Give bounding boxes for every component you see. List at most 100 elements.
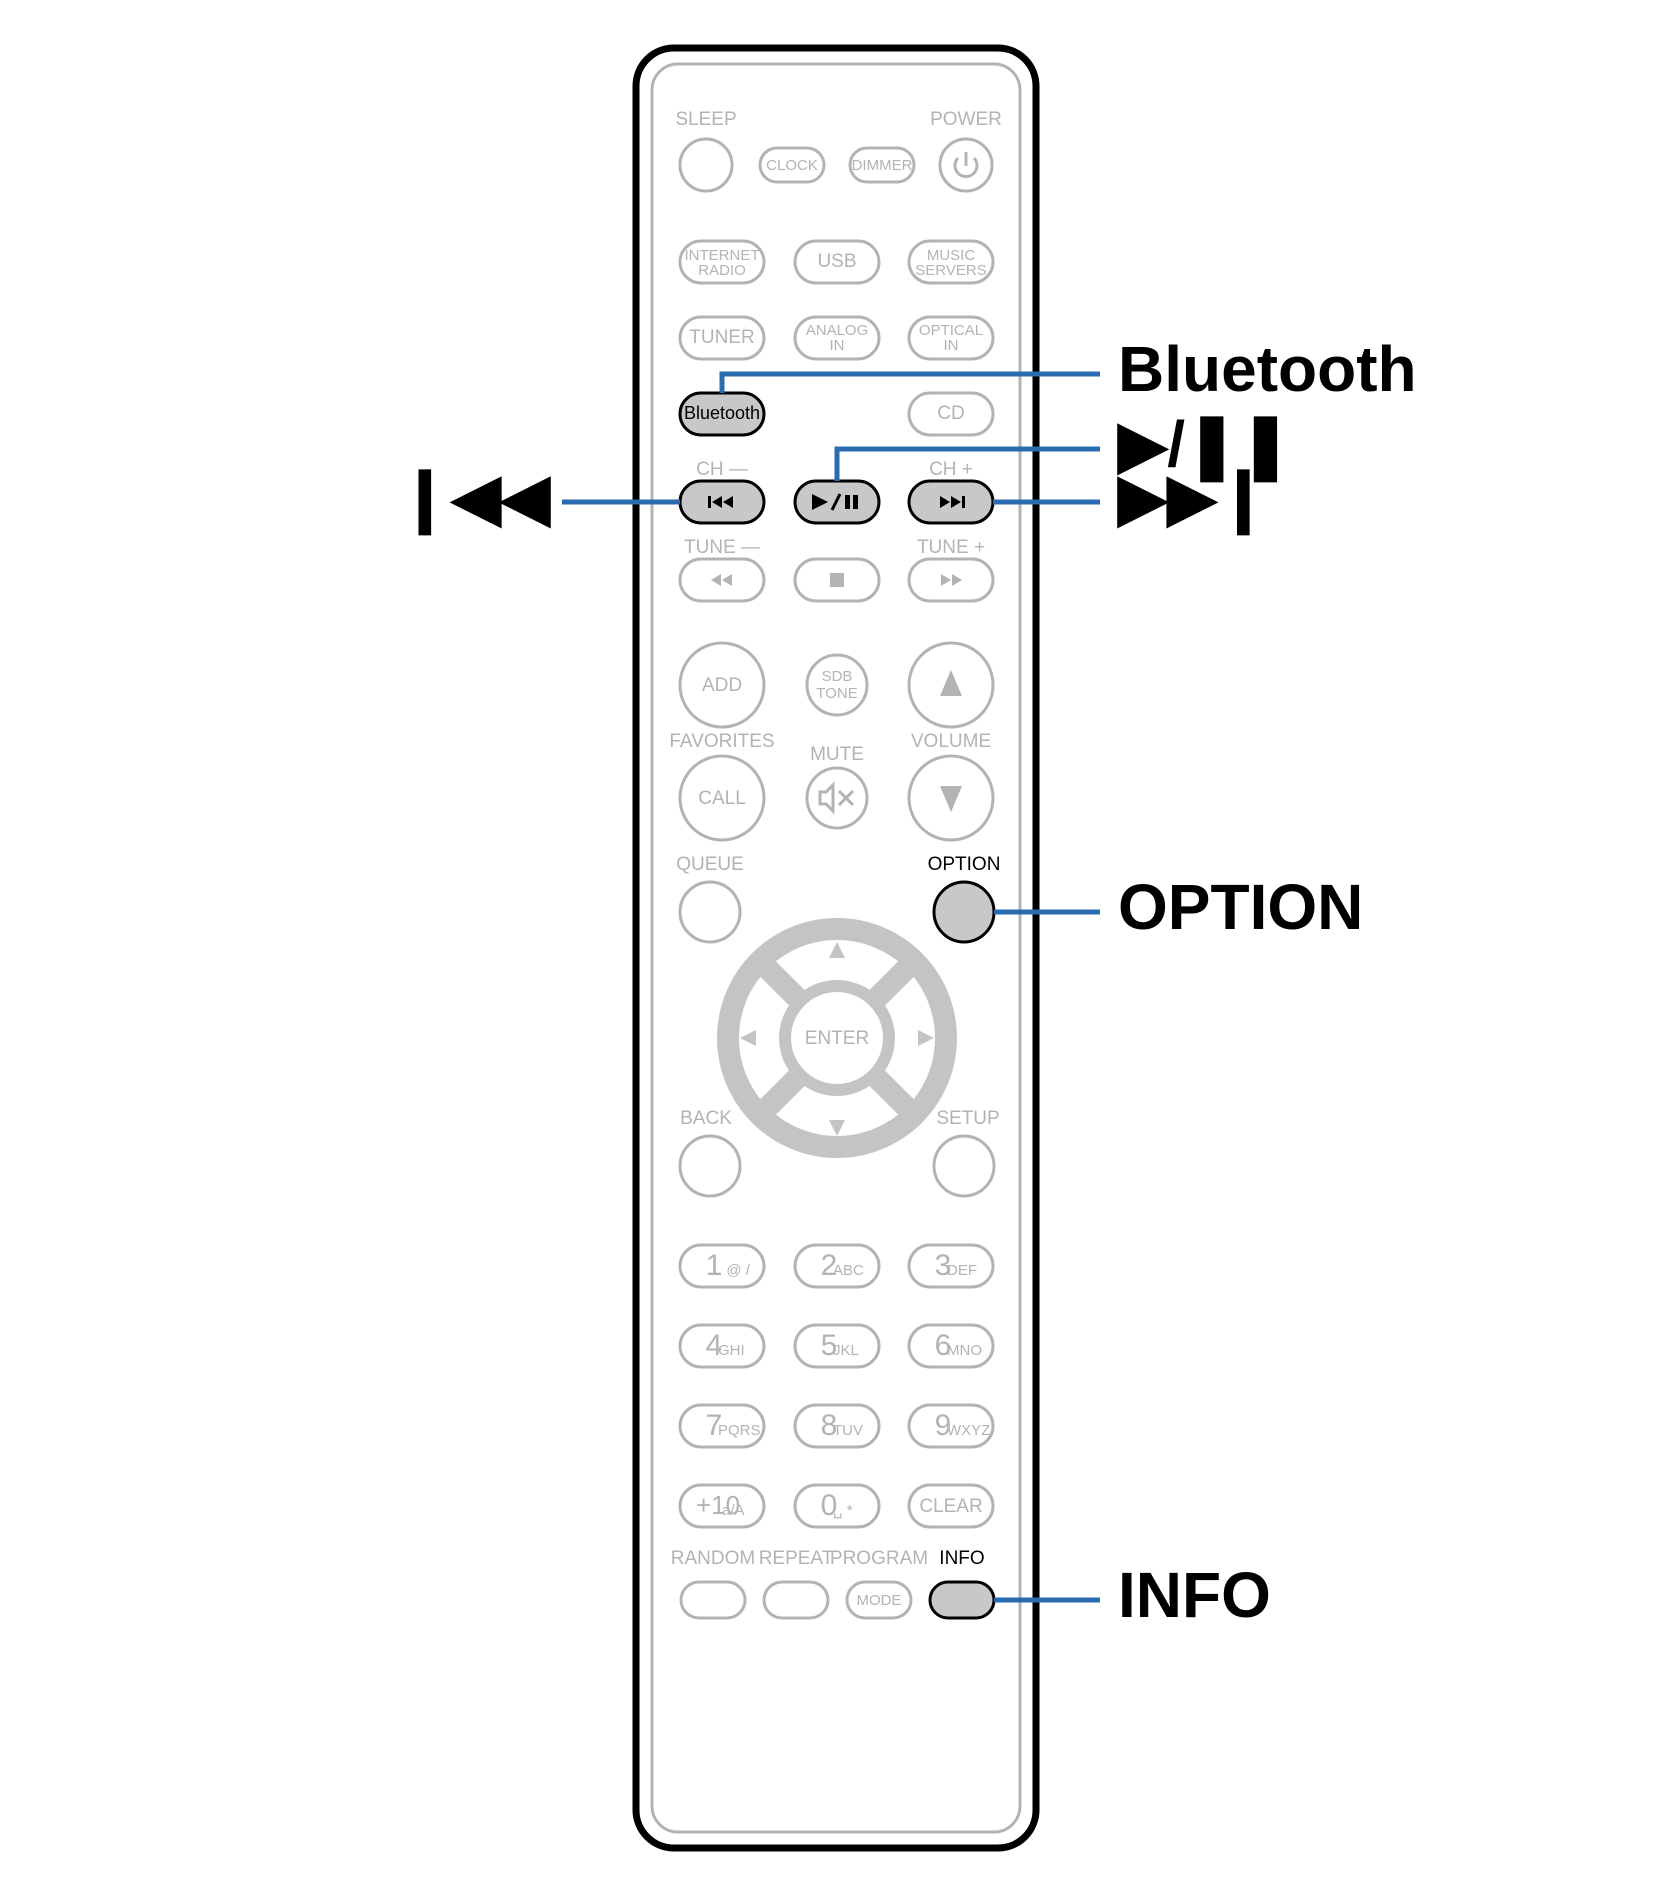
ch-minus-label: CH — bbox=[696, 459, 748, 480]
keypad-button[interactable] bbox=[793, 1483, 881, 1529]
mute-button[interactable] bbox=[805, 766, 869, 830]
keypad-letters: . @ / bbox=[718, 1262, 751, 1279]
ch-plus-label: CH + bbox=[929, 459, 973, 480]
power-label: POWER bbox=[930, 109, 1002, 130]
clock-label: CLOCK bbox=[766, 157, 818, 174]
random-button[interactable] bbox=[679, 1580, 747, 1620]
mode-button[interactable] bbox=[845, 1580, 913, 1620]
keypad-digit: 3 bbox=[935, 1249, 952, 1282]
sleep-label: SLEEP bbox=[675, 109, 736, 130]
setup-button[interactable] bbox=[932, 1134, 996, 1198]
call-label: CALL bbox=[698, 788, 746, 809]
keypad-digit: 5 bbox=[821, 1329, 838, 1362]
play-pause-callout: ▶/❚❚ bbox=[1117, 408, 1292, 483]
keypad-digit: 7 bbox=[706, 1409, 723, 1442]
repeat-label: REPEAT bbox=[759, 1548, 834, 1569]
sdb-tone-button[interactable] bbox=[805, 653, 869, 717]
enter-button[interactable] bbox=[791, 992, 883, 1084]
keypad-button[interactable] bbox=[678, 1323, 766, 1369]
keypad-button[interactable] bbox=[678, 1243, 766, 1289]
next-callout: ▶▶❙ bbox=[1117, 461, 1270, 536]
remote-inner-outline bbox=[650, 62, 1022, 1834]
info-button[interactable] bbox=[928, 1580, 996, 1620]
play-pause-leader bbox=[834, 446, 1100, 481]
keypad-letters: ABC bbox=[833, 1262, 864, 1279]
internet-radio-label-1: INTERNET bbox=[685, 247, 760, 264]
keypad-button[interactable] bbox=[907, 1403, 995, 1449]
favorites-label: FAVORITES bbox=[669, 731, 774, 752]
mute-icon bbox=[818, 781, 855, 815]
previous-icon bbox=[708, 496, 733, 508]
keypad-digit: 6 bbox=[935, 1329, 952, 1362]
dpad-up-icon[interactable] bbox=[829, 942, 845, 958]
option-button[interactable] bbox=[932, 880, 996, 944]
option-label: OPTION bbox=[928, 854, 1001, 875]
call-button[interactable] bbox=[678, 754, 766, 842]
keypad-letters: TUV bbox=[833, 1422, 863, 1439]
dpad-left-icon[interactable] bbox=[740, 1030, 756, 1046]
keypad-digit: CLEAR bbox=[919, 1496, 982, 1517]
rewind-icon bbox=[711, 574, 732, 586]
random-label: RANDOM bbox=[671, 1548, 755, 1569]
back-button[interactable] bbox=[678, 1134, 742, 1198]
clock-button[interactable] bbox=[758, 146, 826, 184]
internet-radio-label-2: RADIO bbox=[698, 262, 746, 279]
mute-label: MUTE bbox=[810, 744, 864, 765]
keypad-letters: PQRS bbox=[718, 1422, 761, 1439]
queue-button[interactable] bbox=[678, 880, 742, 944]
optical-in-label-1: OPTICAL bbox=[919, 322, 983, 339]
sleep-button[interactable] bbox=[678, 137, 734, 193]
analog-in-label-2: IN bbox=[830, 337, 845, 354]
bluetooth-button-label: Bluetooth bbox=[684, 403, 760, 423]
keypad-button[interactable] bbox=[678, 1483, 766, 1529]
next-icon bbox=[940, 496, 965, 508]
power-icon bbox=[953, 152, 979, 178]
tone-label: TONE bbox=[816, 685, 857, 702]
keypad-digit: +10 bbox=[696, 1490, 740, 1520]
queue-label: QUEUE bbox=[676, 854, 744, 875]
keypad-letters: ␣ * bbox=[833, 1502, 853, 1519]
stop-icon bbox=[830, 573, 844, 587]
option-callout: OPTION bbox=[1118, 871, 1363, 943]
analog-in-button[interactable] bbox=[793, 315, 881, 361]
keypad-button[interactable] bbox=[907, 1483, 995, 1529]
volume-up-icon bbox=[940, 670, 962, 696]
add-button[interactable] bbox=[678, 641, 766, 729]
optical-in-label-2: IN bbox=[944, 337, 959, 354]
keypad-button[interactable] bbox=[793, 1323, 881, 1369]
bluetooth-leader bbox=[719, 371, 1100, 393]
music-servers-button[interactable] bbox=[907, 239, 995, 285]
optical-in-button[interactable] bbox=[907, 315, 995, 361]
dpad-down-icon[interactable] bbox=[829, 1120, 845, 1136]
keypad-button[interactable] bbox=[793, 1243, 881, 1289]
keypad-button[interactable] bbox=[793, 1403, 881, 1449]
mode-label: MODE bbox=[857, 1592, 902, 1609]
add-label: ADD bbox=[702, 675, 742, 696]
usb-label: USB bbox=[817, 251, 856, 272]
keypad-button[interactable] bbox=[678, 1403, 766, 1449]
keypad-button[interactable] bbox=[907, 1323, 995, 1369]
keypad-letters: DEF bbox=[947, 1262, 977, 1279]
sdb-label: SDB bbox=[822, 668, 853, 685]
keypad-letters: a/A bbox=[722, 1502, 745, 1519]
cd-button[interactable] bbox=[907, 391, 995, 437]
keypad-letters: WXYZ bbox=[947, 1422, 990, 1439]
internet-radio-button[interactable] bbox=[678, 239, 766, 285]
repeat-button[interactable] bbox=[762, 1580, 830, 1620]
dimmer-button[interactable] bbox=[848, 146, 916, 184]
volume-label: VOLUME bbox=[911, 731, 991, 752]
bluetooth-callout: Bluetooth bbox=[1118, 333, 1417, 405]
previous-callout: ❙◀◀ bbox=[398, 461, 552, 536]
analog-in-label-1: ANALOG bbox=[806, 322, 869, 339]
keypad-digit: 0 bbox=[821, 1489, 838, 1522]
keypad-button[interactable] bbox=[907, 1243, 995, 1289]
setup-label: SETUP bbox=[936, 1108, 999, 1129]
keypad-letters: MNO bbox=[947, 1342, 982, 1359]
dpad-right-icon[interactable] bbox=[918, 1030, 934, 1046]
dimmer-label: DIMMER bbox=[852, 157, 913, 174]
usb-button[interactable] bbox=[793, 239, 881, 285]
cd-label: CD bbox=[937, 403, 964, 424]
tuner-button[interactable] bbox=[678, 315, 766, 361]
